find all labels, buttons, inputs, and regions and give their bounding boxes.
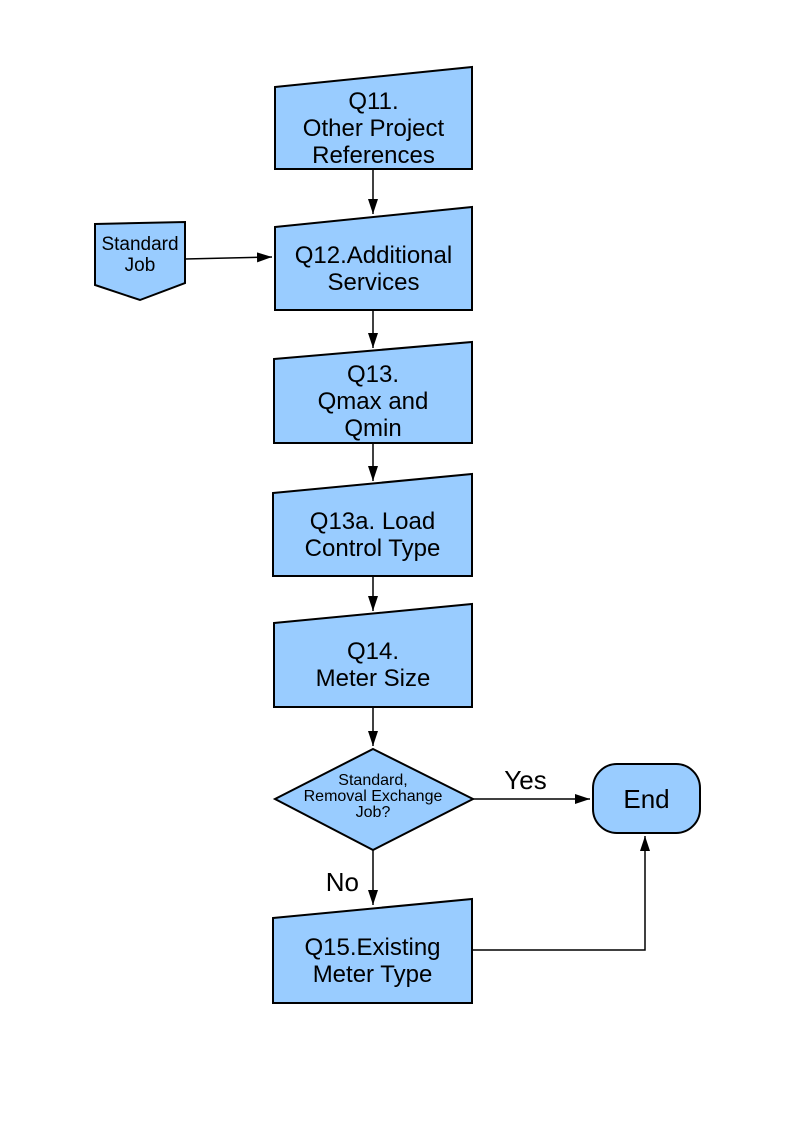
node-q11: Q11. Other Project References <box>275 87 472 169</box>
node-label-line: Job? <box>355 804 391 821</box>
node-q13a: Q13a. Load Control Type <box>273 493 472 576</box>
node-label-line: Other Project <box>302 114 445 142</box>
node-label-line: Q14. <box>346 638 400 665</box>
node-label-line: Standard, <box>338 772 408 789</box>
node-label-line: End <box>623 783 670 814</box>
node-label-line: Meter Size <box>315 665 431 692</box>
arrow-standardjob-to-q12 <box>184 252 273 263</box>
node-q13: Q13. Qmax and Qmin <box>274 359 472 443</box>
node-label-line: Job <box>124 254 156 276</box>
q12-node-shape <box>274 205 473 311</box>
node-label-line: Qmax and <box>317 387 429 415</box>
node-end: End <box>593 764 700 833</box>
yes-label-text: Yes <box>504 765 547 795</box>
node-label-line: Qmin <box>344 414 402 442</box>
node-label-line: Services <box>327 268 420 296</box>
node-label-line: References <box>312 141 435 169</box>
node-q14: Q14. Meter Size <box>274 623 472 707</box>
q13-node-shape <box>273 340 473 444</box>
node-label-line: Q13a. Load <box>309 507 436 535</box>
node-label-line: Control Type <box>304 534 441 562</box>
no-label-text: No <box>325 867 359 897</box>
node-label-line: Q11. <box>348 87 399 115</box>
node-label-line: Q13. <box>346 360 400 388</box>
standard-job-node-shape <box>94 220 186 302</box>
edge-label-yes: Yes <box>498 767 553 794</box>
node-q12: Q12.Additional Services <box>275 227 472 310</box>
end-node-shape <box>592 763 701 834</box>
node-decision: Standard, Removal Exchange Job? <box>283 749 463 845</box>
edge-label-no: No <box>311 869 359 896</box>
q13a-node-shape <box>272 472 473 577</box>
q11-node-shape <box>274 65 473 170</box>
node-standard-job: Standard Job <box>95 224 185 285</box>
node-q15: Q15.Existing Meter Type <box>273 918 472 1003</box>
node-label-line: Q15.Existing <box>304 933 441 961</box>
node-label-line: Removal Exchange <box>303 788 443 805</box>
q14-node-shape <box>273 602 473 708</box>
arrow-q15-to-end <box>473 836 650 951</box>
q15-node-shape <box>272 897 473 1004</box>
node-label-line: Meter Type <box>312 960 433 988</box>
node-label-line: Q12.Additional <box>294 241 453 269</box>
node-label-line: Standard <box>101 233 179 255</box>
decision-node-shape <box>272 747 476 852</box>
